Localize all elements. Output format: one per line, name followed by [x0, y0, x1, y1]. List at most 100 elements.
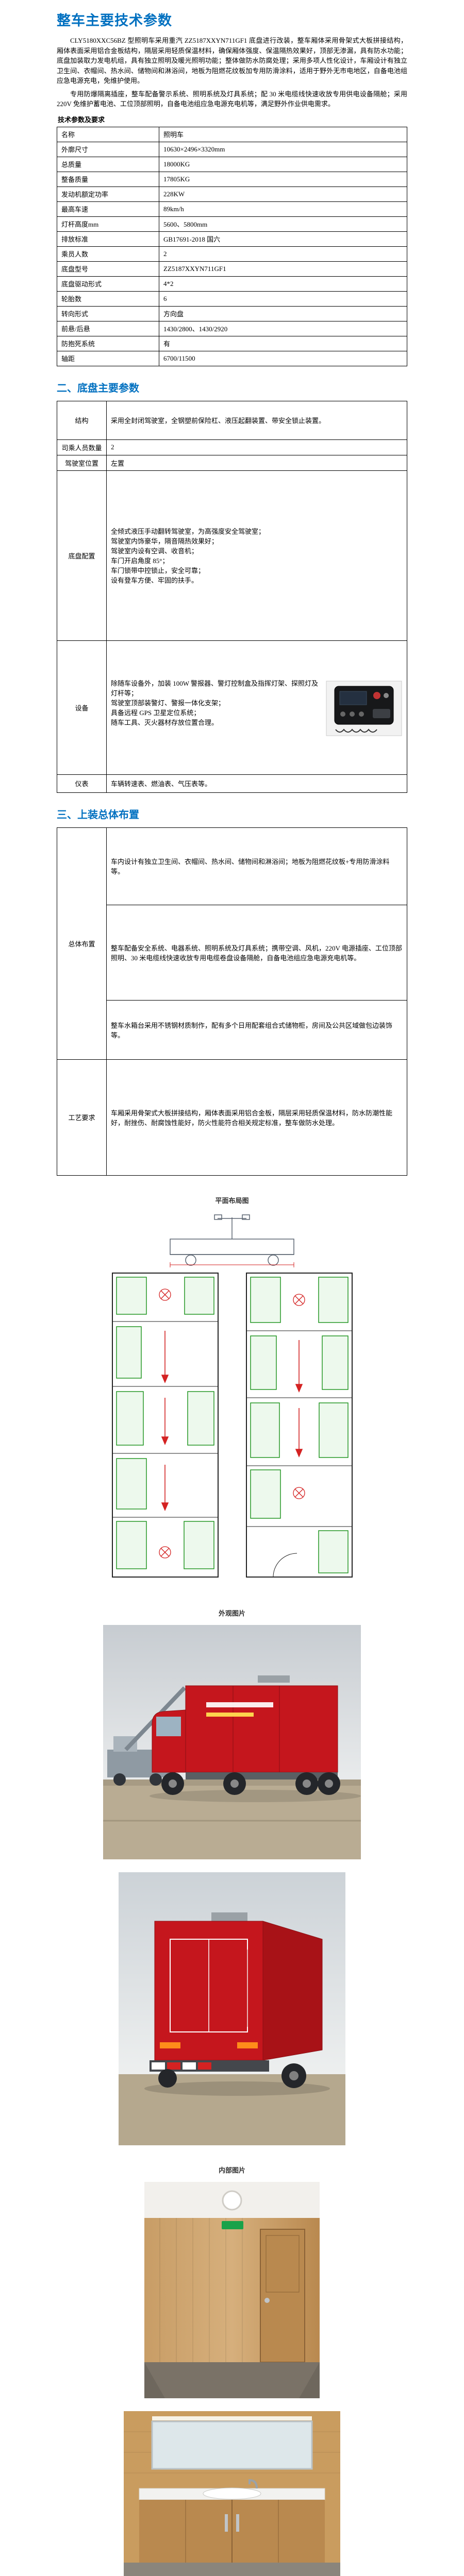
param-value: 6700/11500	[159, 350, 407, 366]
row-value: 左置	[106, 454, 407, 471]
param-label: 乘员人数	[57, 246, 159, 262]
param-label: 排放标准	[57, 231, 159, 247]
table-row: 轮胎数 6	[57, 291, 407, 307]
param-value: GB17691-2018 国六	[159, 231, 407, 247]
param-value: 18000KG	[159, 156, 407, 172]
intro-paragraph-1: CLY5180XXC56BZ 型照明车采用重汽 ZZ5187XXYN711GF1…	[57, 37, 407, 84]
floor-plan-caption: 平面布局图	[215, 1196, 249, 1205]
intro-paragraph-2: 专用防爆隔离插座，整车配备警示系统、照明系统及灯具系统；配 30 米电缆线快速收…	[57, 90, 407, 108]
table-row: 灯杆高度mm 5600、5800mm	[57, 216, 407, 232]
light-strip	[152, 2416, 312, 2420]
param-value: 方向盘	[159, 306, 407, 321]
row-label: 工艺要求	[57, 1059, 107, 1176]
param-label: 轮胎数	[57, 291, 159, 307]
control-device-photo	[326, 681, 402, 736]
lighting-truck-rear	[144, 1912, 330, 2096]
table-row: 轴距 6700/11500	[57, 350, 407, 366]
param-value: ZZ5187XXYN711GF1	[159, 261, 407, 277]
table-row: 司乘人员数量 2	[57, 439, 407, 455]
param-label: 底盘型号	[57, 261, 159, 277]
table-row: 发动机额定功率 228KW	[57, 186, 407, 202]
page-title: 整车主要技术参数	[57, 13, 172, 28]
door-swing-arc	[273, 1553, 297, 1577]
table-row: 结构 采用全封闭驾驶室，全钢塑前保险杠、液压起翻装置、带安全锁止装置。	[57, 400, 407, 440]
param-value: 89km/h	[159, 201, 407, 217]
table-row: 总质量 18000KG	[57, 156, 407, 172]
table-row: 设备 除随车设备外，加装 100W 警报器、警灯控制盒及指挥灯架、探照灯及灯杆等…	[57, 640, 407, 775]
plan-view-right	[246, 1272, 353, 1578]
interior-door	[260, 2228, 305, 2363]
flow-arrows	[295, 1340, 303, 1458]
param-value: 2	[159, 246, 407, 262]
row-value: 车厢采用骨架式大板拼接结构，厢体表面采用铝合金板，隔层采用轻质保温材料，防水防潮…	[106, 1059, 407, 1176]
param-label: 灯杆高度mm	[57, 216, 159, 232]
table-row: 乘员人数 2	[57, 246, 407, 262]
param-label: 发动机额定功率	[57, 186, 159, 202]
table-row: 整备质量 17805KG	[57, 171, 407, 187]
plan-view-left	[112, 1272, 219, 1578]
table-row: 最高车速 89km/h	[57, 201, 407, 217]
document-body: 整车主要技术参数 CLY5180XXC56BZ 型照明车采用重汽 ZZ5187X…	[57, 0, 407, 2576]
exterior-photo-rear-view	[119, 1872, 345, 2145]
row-label: 仪表	[57, 774, 107, 793]
lighting-truck-side	[150, 1675, 361, 1802]
interior-photo-washbasin	[124, 2411, 340, 2576]
row-value: 2	[106, 439, 407, 455]
param-value: 228KW	[159, 186, 407, 202]
floor-plan-diagram	[88, 1212, 376, 1588]
table-row: 工艺要求 车厢采用骨架式大板拼接结构，厢体表面采用铝合金板，隔层采用轻质保温材料…	[57, 1059, 407, 1176]
param-value: 4*2	[159, 276, 407, 292]
row-value: 整车水箱台采用不锈钢材质制作，配有多个日用配套组合式储物柜，房间及公共区域做包边…	[106, 999, 407, 1060]
param-label: 外廓尺寸	[57, 141, 159, 157]
interior-photos-caption: 内部图片	[218, 2166, 245, 2174]
mirror	[151, 2420, 313, 2469]
exit-sign	[222, 2221, 243, 2229]
faucet	[248, 2479, 258, 2488]
params-table-caption: 技术参数及要求	[58, 115, 105, 124]
param-label: 轴距	[57, 350, 159, 366]
table-row: 排放标准 GB17691-2018 国六	[57, 231, 407, 247]
table-row: 整车水箱台采用不锈钢材质制作，配有多个日用配套组合式储物柜，房间及公共区域做包边…	[57, 999, 407, 1060]
row-label: 司乘人员数量	[57, 439, 107, 455]
table-row: 仪表 车辆转速表、燃油表、气压表等。	[57, 774, 407, 793]
param-value: 6	[159, 291, 407, 307]
equipment-cabinets	[250, 1276, 349, 1573]
table-row: 转向形式 方向盘	[57, 306, 407, 321]
param-value: 5600、5800mm	[159, 216, 407, 232]
table-row: 名称 照明车	[57, 126, 407, 142]
table-row: 底盘型号 ZZ5187XXYN711GF1	[57, 261, 407, 277]
equipment-cabinets	[116, 1276, 214, 1569]
table-row: 底盘配置 全倾式液压手动翻转驾驶室，为高强度安全驾驶室； 驾驶室内饰豪华，隔音隔…	[57, 470, 407, 641]
fan-symbols	[159, 1288, 171, 1558]
param-label: 总质量	[57, 156, 159, 172]
row-label: 驾驶室位置	[57, 454, 107, 471]
param-label: 底盘驱动形式	[57, 276, 159, 292]
param-label: 转向形式	[57, 306, 159, 321]
param-value: 10630×2496×3320mm	[159, 141, 407, 157]
param-value: 1430/2800、1430/2920	[159, 320, 407, 336]
exterior-photos-caption: 外观图片	[218, 1609, 245, 1617]
table-row: 外廓尺寸 10630×2496×3320mm	[57, 141, 407, 157]
row-label: 总体布置	[57, 827, 107, 1060]
fan-symbols	[293, 1293, 305, 1499]
param-label: 最高车速	[57, 201, 159, 217]
table-row: 防抱死系统 有	[57, 335, 407, 351]
param-value: 照明车	[159, 126, 407, 142]
param-value: 17805KG	[159, 171, 407, 187]
technical-params-table: 名称 照明车 外廓尺寸 10630×2496×3320mm 总质量 18000K…	[57, 126, 407, 366]
section-title-superstructure: 三、上装总体布置	[57, 809, 139, 821]
row-value: 车辆转速表、燃油表、气压表等。	[106, 774, 407, 793]
param-label: 整备质量	[57, 171, 159, 187]
row-value: 全倾式液压手动翻转驾驶室，为高强度安全驾驶室； 驾驶室内饰豪华，隔音隔热效果好；…	[106, 470, 407, 641]
sink-basin	[203, 2487, 261, 2499]
elevation-dimension-line	[170, 1262, 294, 1267]
elevation-sketch	[170, 1214, 294, 1266]
param-value: 有	[159, 335, 407, 351]
section-title-chassis: 二、底盘主要参数	[57, 382, 139, 394]
table-row: 驾驶室位置 左置	[57, 454, 407, 471]
row-label: 设备	[57, 640, 107, 775]
exterior-photo-side-view	[103, 1624, 361, 1859]
flow-arrows	[161, 1330, 169, 1511]
table-row: 整车配备安全系统、电器系统、照明系统及灯具系统；携带空调、风机，220V 电源插…	[57, 904, 407, 1001]
